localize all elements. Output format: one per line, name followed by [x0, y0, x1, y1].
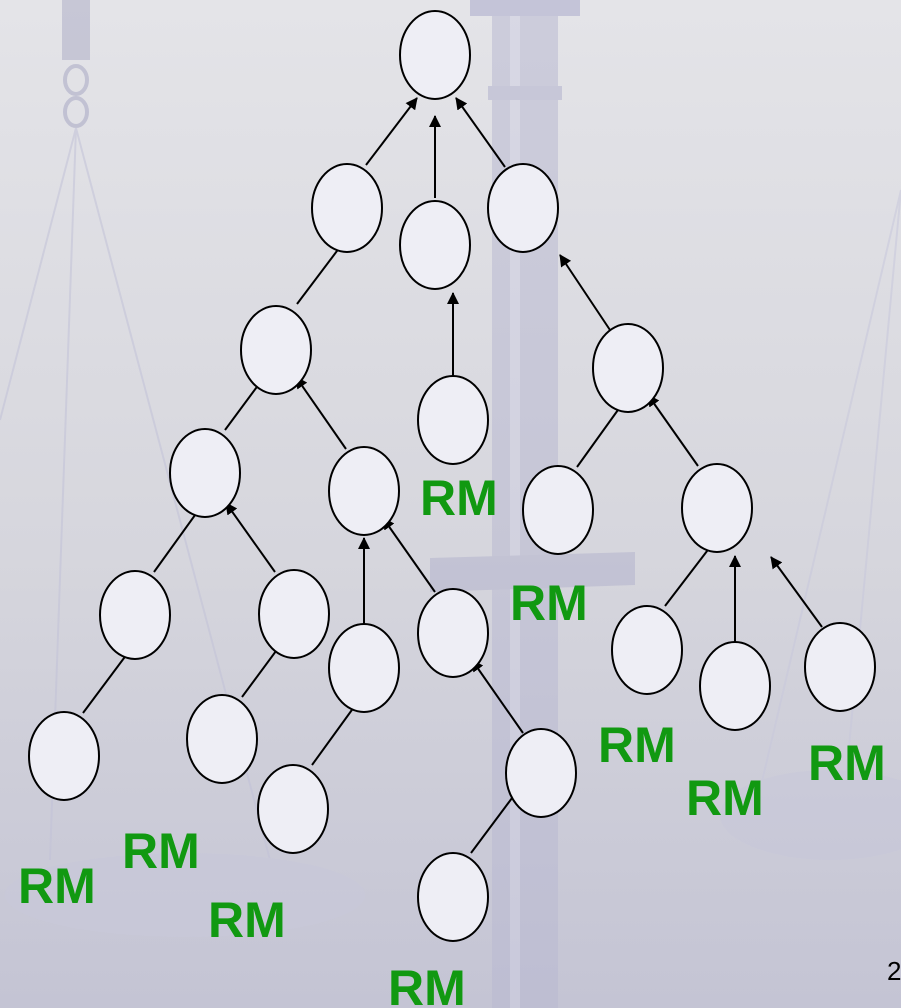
- tree-node-n4: [240, 305, 312, 395]
- tree-node-n17: [804, 622, 876, 712]
- scale-left-string-1: [0, 127, 77, 421]
- scale-left-hook: [62, 0, 90, 60]
- tree-node-n22: [417, 852, 489, 942]
- edge-arrow-n12-n7: [225, 502, 276, 573]
- edge-arrow-n6-n3: [559, 254, 611, 331]
- tree-node-root: [399, 10, 471, 100]
- rm-label: RM: [808, 735, 886, 791]
- tree-nodes: [28, 10, 876, 942]
- tree-node-n13: [328, 623, 400, 713]
- tree-node-n5: [417, 375, 489, 465]
- scale-crossbar: [470, 0, 580, 16]
- edge-arrow-n17-n10: [770, 556, 823, 628]
- tree-node-n21: [505, 728, 577, 818]
- scale-left-chain-loop-2: [63, 96, 89, 128]
- tree-node-n9: [522, 465, 594, 555]
- tree-node-n12: [258, 569, 330, 659]
- edge-arrow-n21-n14: [471, 659, 524, 734]
- tree-node-n1: [311, 163, 383, 253]
- tree-node-n8: [328, 446, 400, 536]
- edge-arrow-n14-n8: [382, 517, 436, 593]
- tree-node-n19: [186, 694, 258, 784]
- rm-label: RM: [598, 717, 676, 773]
- tree-node-n7: [169, 428, 241, 518]
- edge-arrow-n1-root: [365, 97, 418, 166]
- tree-node-n6: [592, 323, 664, 413]
- tree-node-n14: [417, 588, 489, 678]
- rm-label: RM: [686, 770, 764, 826]
- page-number: 2: [887, 956, 901, 986]
- scale-pillar-collar: [488, 86, 562, 100]
- tree-node-n10: [681, 463, 753, 553]
- tree-node-n18: [28, 711, 100, 801]
- rm-label: RM: [122, 823, 200, 879]
- tree-node-n16: [699, 641, 771, 731]
- scale-beam: [430, 552, 635, 592]
- scale-left-chain-loop-1: [63, 64, 89, 96]
- rm-label: RM: [18, 858, 96, 914]
- rm-label: RM: [420, 470, 498, 526]
- scale-left-pan: [5, 853, 365, 937]
- scale-pillar-highlight: [510, 0, 520, 1008]
- edge-arrow-n10-n6: [647, 394, 699, 467]
- tree-node-n3: [487, 163, 559, 253]
- edge-arrow-n3-root: [455, 97, 506, 168]
- rm-label: RM: [388, 960, 466, 1008]
- scale-right-string-1: [759, 189, 901, 791]
- tree-node-n11: [99, 570, 171, 660]
- tree-node-n15: [611, 605, 683, 695]
- tree-node-n20: [257, 764, 329, 854]
- edge-arrow-n8-n4: [295, 376, 347, 450]
- rm-label: RM: [208, 892, 286, 948]
- scale-right-pan: [720, 770, 901, 860]
- rm-label: RM: [510, 575, 588, 631]
- tree-node-n2: [399, 200, 471, 290]
